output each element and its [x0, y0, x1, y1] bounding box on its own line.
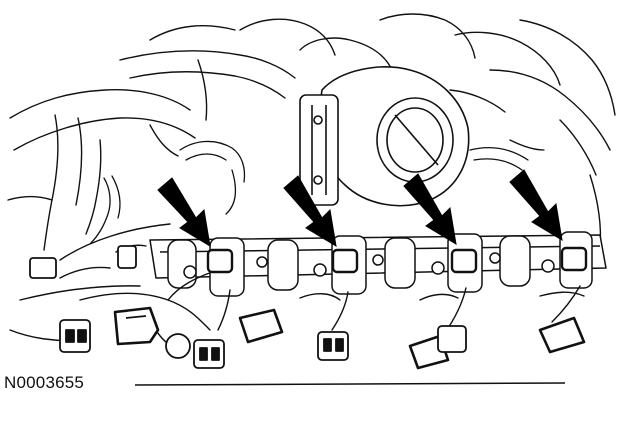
figure-id-label: N0003655: [4, 373, 85, 392]
arrow-injector-2: [283, 175, 337, 247]
hoses: [89, 139, 545, 245]
throttle-body: [299, 66, 470, 207]
intake-manifold-upper: [7, 13, 616, 342]
wiring-harness: [59, 244, 585, 353]
figure-rule: [134, 382, 566, 386]
arrow-injector-4: [509, 169, 563, 241]
arrow-injector-1: [157, 177, 211, 247]
connectors: [29, 245, 586, 370]
arrow-injector-3: [403, 173, 457, 245]
callout-arrows: [157, 169, 563, 247]
